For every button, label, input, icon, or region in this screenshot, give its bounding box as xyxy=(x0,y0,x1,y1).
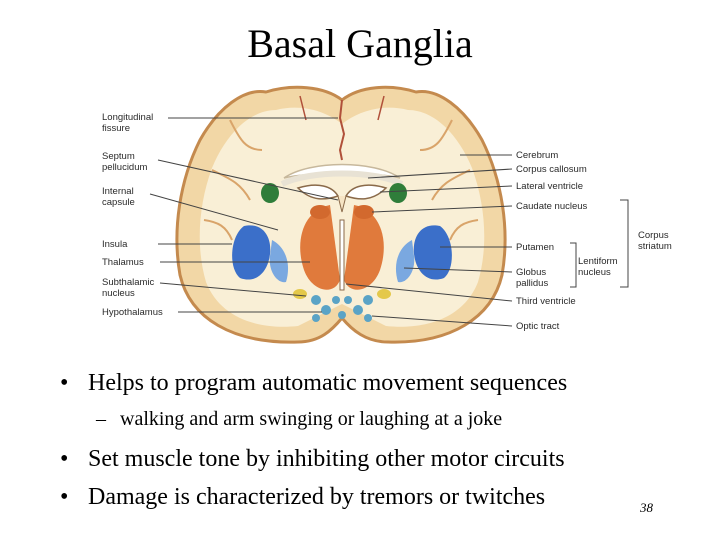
label-internal-capsule: Internal capsule xyxy=(102,186,136,208)
label-optic-tract: Optic tract xyxy=(516,321,560,332)
label-lentiform-nucleus: Lentiform nucleus xyxy=(578,256,620,278)
bullet-marker: • xyxy=(60,484,69,510)
basal-ganglia-illustration: Longitudinal fissure Septum pellucidum I… xyxy=(102,85,672,344)
label-septum-pellucidum: Septum pellucidum xyxy=(102,151,147,173)
bullet-item: • Damage is characterized by tremors or t… xyxy=(60,484,545,511)
label-corpus-callosum: Corpus callosum xyxy=(516,164,587,175)
label-lateral-ventricle: Lateral ventricle xyxy=(516,181,583,192)
label-cerebrum: Cerebrum xyxy=(516,150,558,161)
label-insula: Insula xyxy=(102,239,128,250)
slide-number: 38 xyxy=(640,500,653,515)
bullet-marker: • xyxy=(60,370,69,396)
sub-bullet-marker: – xyxy=(96,408,106,430)
label-third-ventricle: Third ventricle xyxy=(516,296,576,307)
sub-bullet-text: walking and arm swinging or laughing at … xyxy=(120,408,503,430)
label-globus-pallidus: Globus pallidus xyxy=(516,267,549,289)
label-longitudinal-fissure: Longitudinal fissure xyxy=(102,112,156,134)
label-putamen: Putamen xyxy=(516,242,554,253)
label-corpus-striatum: Corpus striatum xyxy=(638,230,672,252)
sub-bullet-item: –walking and arm swinging or laughing at… xyxy=(96,408,502,431)
slide-title: Basal Ganglia xyxy=(247,21,473,66)
bullet-item: • Set muscle tone by inhibiting other mot… xyxy=(60,446,565,473)
bullet-marker: • xyxy=(60,446,69,472)
label-caudate-nucleus: Caudate nucleus xyxy=(516,201,588,212)
label-thalamus: Thalamus xyxy=(102,257,144,268)
bullet-text: Set muscle tone by inhibiting other moto… xyxy=(88,446,565,472)
bullet-text: Helps to program automatic movement sequ… xyxy=(88,370,568,396)
brain-section xyxy=(175,85,507,344)
label-hypothalamus: Hypothalamus xyxy=(102,307,163,318)
leader-lines xyxy=(149,117,629,327)
bullet-text: Damage is characterized by tremors or tw… xyxy=(88,484,546,510)
bullet-item: • Helps to program automatic movement seq… xyxy=(60,370,567,397)
label-subthalamic-nucleus: Subthalamic nucleus xyxy=(102,277,157,299)
